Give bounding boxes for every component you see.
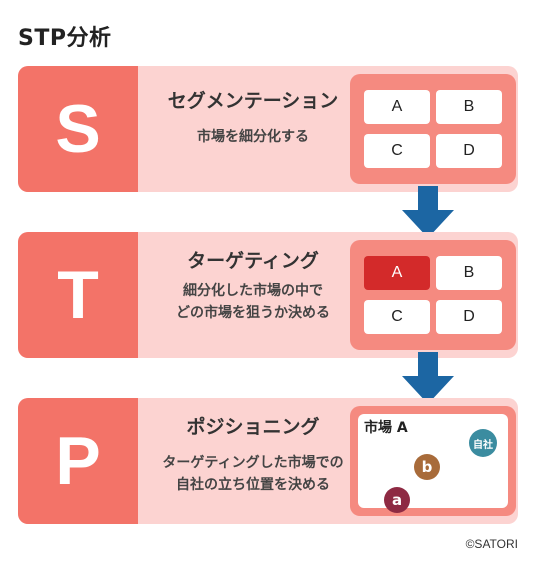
letter-t: T: [18, 232, 138, 358]
segment-cell-b: B: [436, 90, 502, 124]
heading-positioning: ポジショニング: [186, 416, 320, 438]
page-title: STP分析: [18, 26, 112, 51]
market-label: 市場 A: [364, 420, 408, 436]
letter-s: S: [18, 66, 138, 192]
desc-targeting: 細分化した市場の中で どの市場を狙うか決める: [176, 283, 330, 321]
desc-segmentation: 市場を細分化する: [197, 129, 309, 145]
target-panel: A B C D: [350, 240, 516, 350]
segment-cell-d: D: [436, 134, 502, 168]
row-segmentation: S セグメンテーション 市場を細分化する A B C D: [18, 66, 518, 192]
segment-panel: A B C D: [350, 74, 516, 184]
target-cell-a-selected: A: [364, 256, 430, 290]
position-panel: 市場 A 自社 b a: [350, 406, 516, 516]
segment-cell-c: C: [364, 134, 430, 168]
copyright: ©SATORI: [465, 537, 518, 551]
target-cell-d: D: [436, 300, 502, 334]
letter-p: P: [18, 398, 138, 524]
own-company-circle: 自社: [469, 429, 497, 457]
arrow-down-icon: [402, 186, 454, 238]
competitor-a-circle: a: [384, 487, 410, 513]
target-cell-c: C: [364, 300, 430, 334]
row-targeting: T ターゲティング 細分化した市場の中で どの市場を狙うか決める A B C D: [18, 232, 518, 358]
arrow-down-icon: [402, 352, 454, 404]
heading-targeting: ターゲティング: [187, 250, 319, 272]
desc-positioning: ターゲティングした市場での 自社の立ち位置を決める: [162, 455, 344, 493]
segment-cell-a: A: [364, 90, 430, 124]
heading-segmentation: セグメンテーション: [167, 90, 339, 112]
market-map: 市場 A 自社 b a: [358, 414, 508, 513]
competitor-b-circle: b: [414, 454, 440, 480]
row-positioning: P ポジショニング ターゲティングした市場での 自社の立ち位置を決める 市場 A…: [18, 398, 518, 524]
target-cell-b: B: [436, 256, 502, 290]
